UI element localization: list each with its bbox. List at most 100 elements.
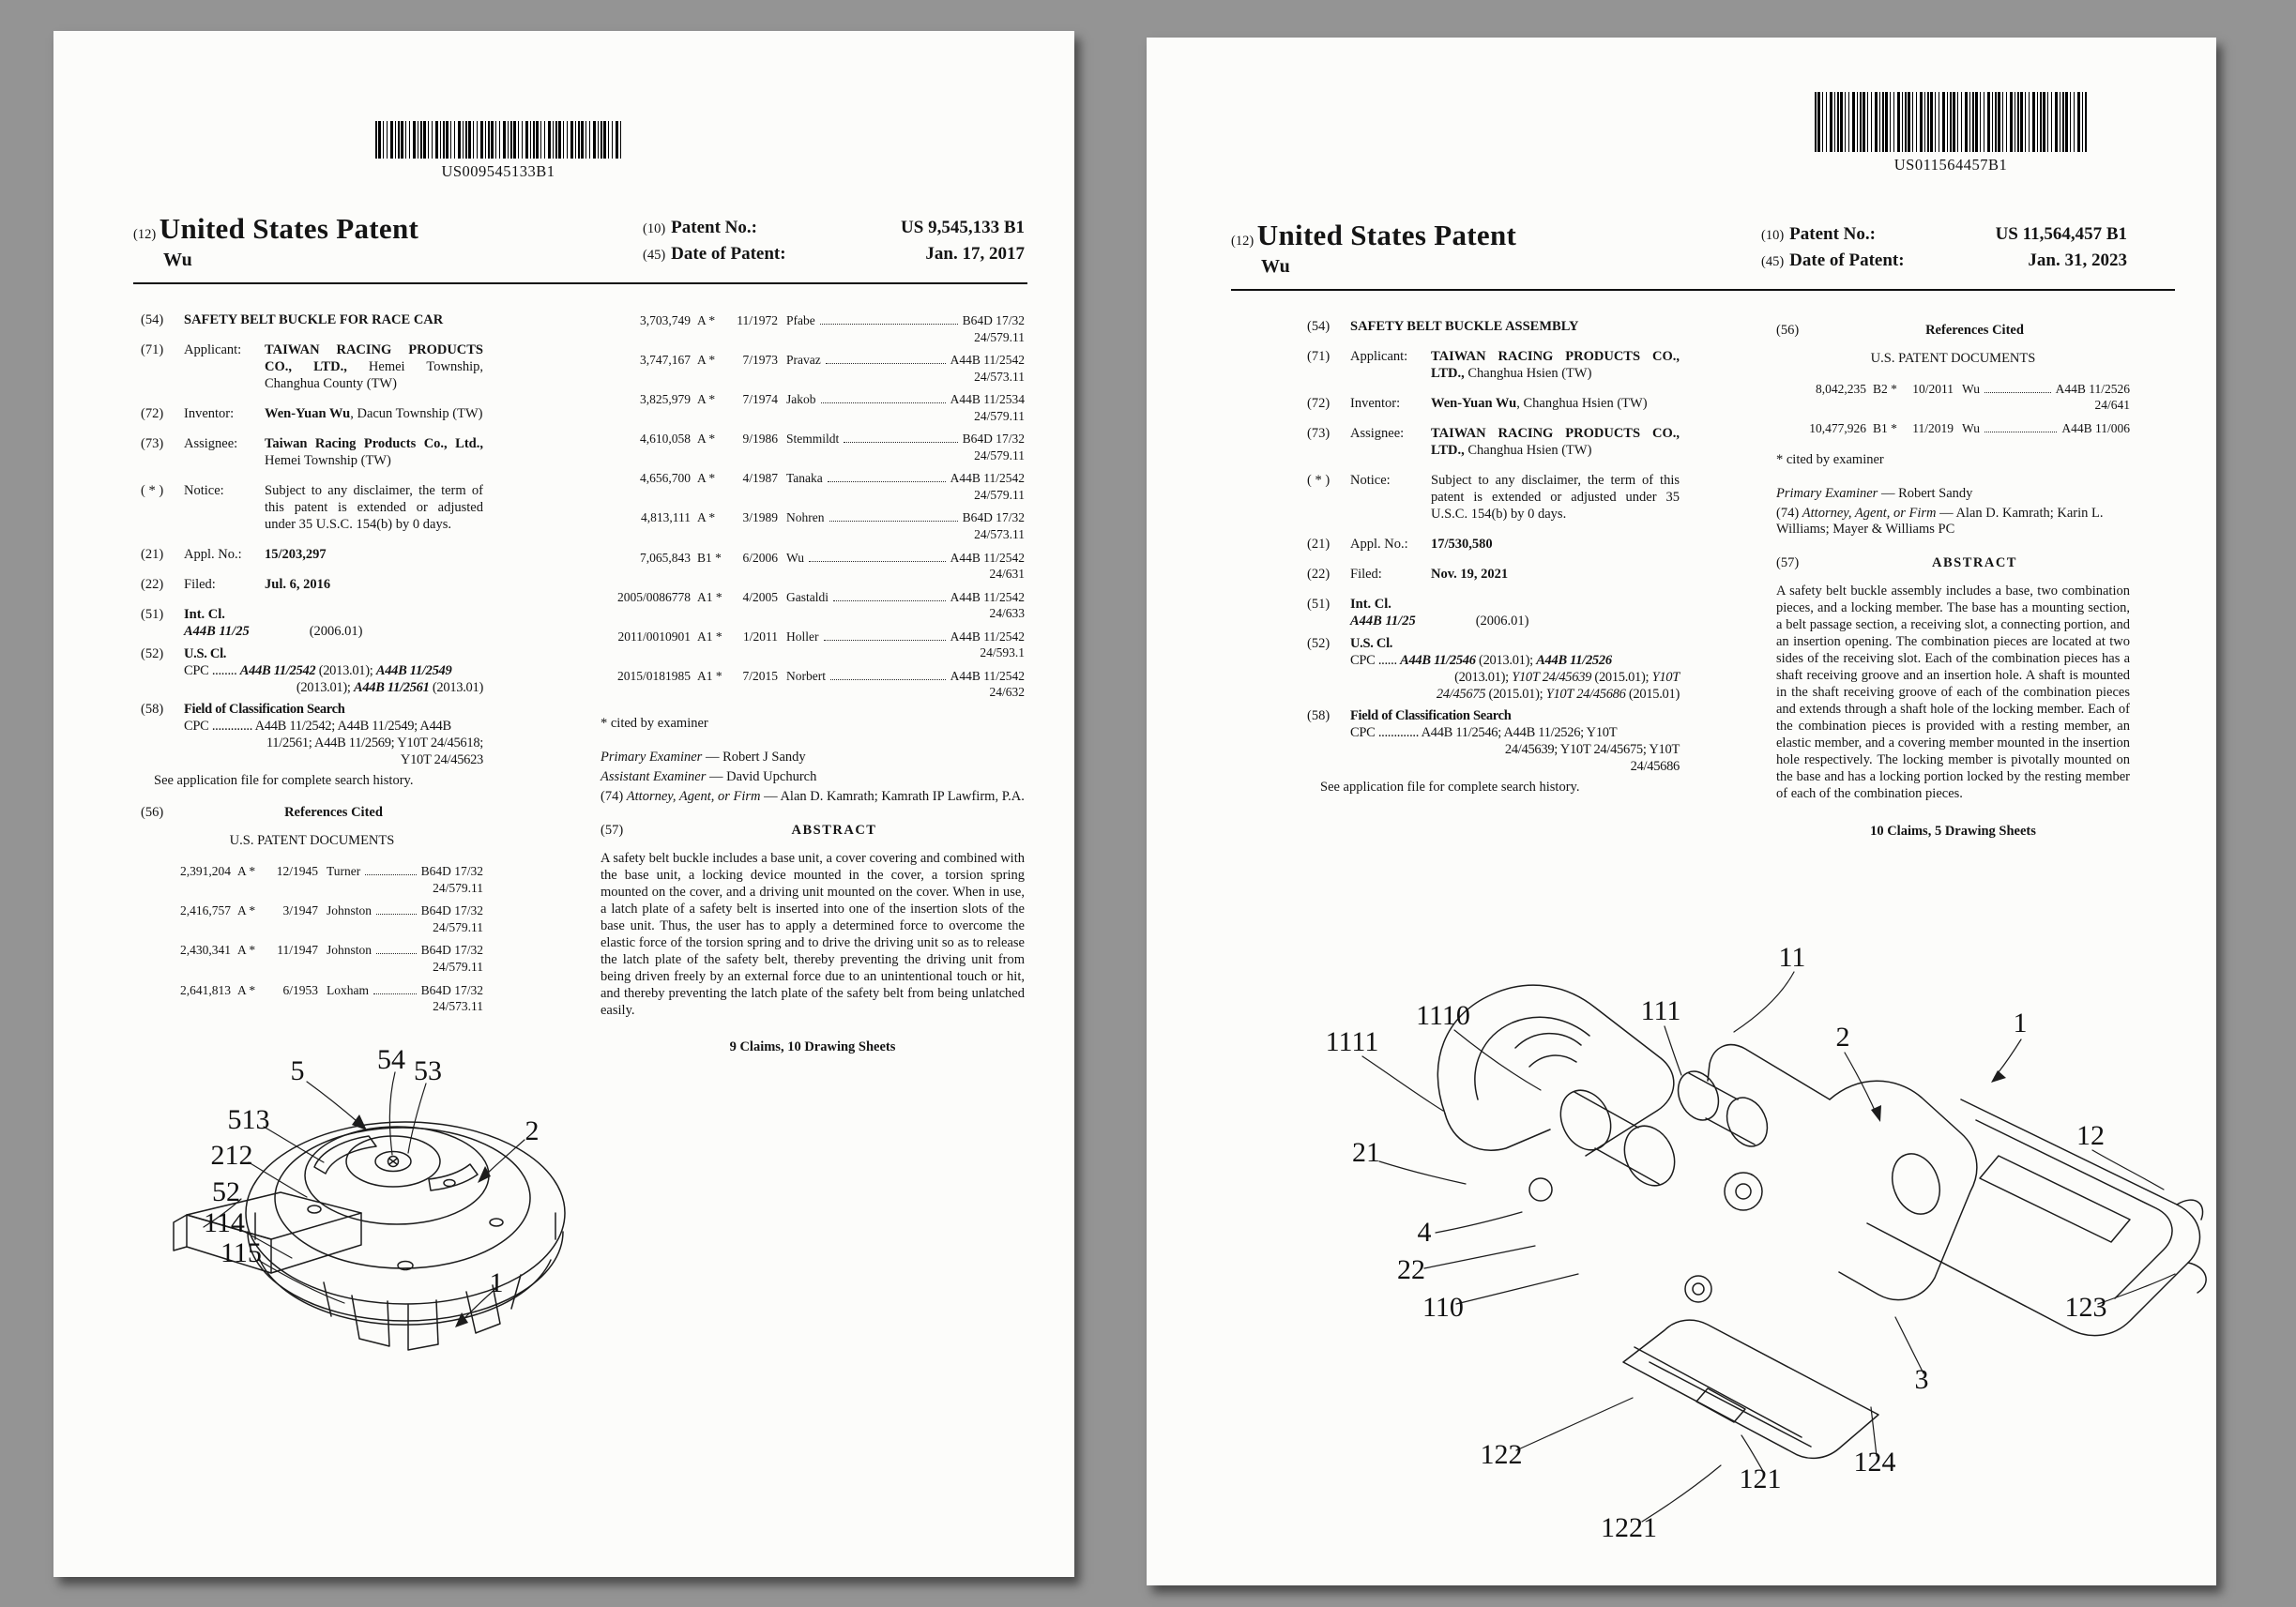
claims-line: 10 Claims, 5 Drawing Sheets xyxy=(1870,824,2036,840)
appl-no-value: 17/530,580 xyxy=(1431,536,1493,552)
figure-label: 5 xyxy=(291,1055,305,1086)
abstract-heading: ABSTRACT xyxy=(791,822,877,838)
bibliographic-columns: (54) SAFETY BELT BUCKLE ASSEMBLY (71) Ap… xyxy=(1307,319,2130,841)
patent-no-row: (10) Patent No.: US 11,564,457 B1 xyxy=(1761,223,2127,246)
figure-label: 114 xyxy=(204,1207,245,1238)
see-application-note: See application file for complete search… xyxy=(1320,780,1580,796)
field-number: ( * ) xyxy=(1307,472,1330,488)
field-of-search: Field of Classification Search CPC .....… xyxy=(184,702,483,769)
filed-label: Filed: xyxy=(1350,566,1382,582)
us-patent-documents-heading: U.S. PATENT DOCUMENTS xyxy=(229,833,395,849)
field-number: (22) xyxy=(1307,566,1330,582)
cpc-line-1: CPC ...... A44B 11/2546 (2013.01); A44B … xyxy=(1350,652,1612,668)
field-number: (73) xyxy=(1307,425,1330,441)
field-52: (52) U.S. Cl. CPC ........ A44B 11/2542 … xyxy=(141,646,483,697)
field-number: (51) xyxy=(141,606,164,622)
field-of-search-title: Field of Classification Search xyxy=(1350,708,1512,724)
cpc-line-2: (2013.01); Y10T 24/45639 (2015.01); Y10T xyxy=(1454,669,1680,685)
field-57: (57) ABSTRACT xyxy=(1776,555,2130,572)
figure-label: 1110 xyxy=(1416,1000,1470,1031)
filed-label: Filed: xyxy=(184,576,216,592)
field-number: (54) xyxy=(1307,319,1330,334)
page-title: United States Patent xyxy=(159,212,419,245)
references-cited-heading: References Cited xyxy=(284,805,383,821)
figure-label: 11 xyxy=(1779,942,1806,973)
filed-value: Nov. 19, 2021 xyxy=(1431,566,1509,582)
date-row: (45) Date of Patent: Jan. 31, 2023 xyxy=(1761,250,2127,272)
header-left: (12) United States Patent Wu xyxy=(1231,218,1516,279)
field-58: (58) Field of Classification Search CPC … xyxy=(141,702,483,769)
figure-label: 54 xyxy=(377,1044,405,1075)
field-number: (52) xyxy=(1307,635,1330,651)
abstract-text: A safety belt buckle assembly includes a… xyxy=(1776,584,2130,802)
figure-label: 1 xyxy=(490,1267,504,1298)
figure-label: 1221 xyxy=(1601,1512,1657,1543)
patent-page-2: US011564457B1 (12) United States Patent … xyxy=(1147,38,2216,1585)
field-71: (71) Applicant: TAIWAN RACING PRODUCTS C… xyxy=(1307,349,1680,383)
figure-label: 22 xyxy=(1397,1254,1425,1285)
field-number: (56) xyxy=(141,805,164,821)
field-72: (72) Inventor: Wen-Yuan Wu, Dacun Townsh… xyxy=(141,406,483,423)
field-number: (57) xyxy=(1776,555,1800,571)
field-number: (21) xyxy=(141,546,164,562)
field-number: (51) xyxy=(1307,596,1330,612)
assignee-value: Taiwan Racing Products Co., Ltd., Hemei … xyxy=(265,435,483,468)
field-71: (71) Applicant: TAIWAN RACING PRODUCTS C… xyxy=(141,342,483,393)
cpc-line-3: 24/45675 (2015.01); Y10T 24/45686 (2015.… xyxy=(1436,686,1680,702)
field-of-search-title: Field of Classification Search xyxy=(184,702,345,718)
leader-lines xyxy=(203,1071,525,1327)
search-cpc-line-1: CPC ............. A44B 11/2542; A44B 11/… xyxy=(184,719,451,735)
appl-no-label: Appl. No.: xyxy=(1350,536,1408,552)
figure-label: 123 xyxy=(2065,1292,2107,1323)
field-number: (72) xyxy=(1307,395,1330,411)
figure-label: 1111 xyxy=(1326,1026,1379,1057)
figure-label: 1 xyxy=(2014,1008,2028,1038)
field-number-12: (12) xyxy=(1231,234,1254,249)
references-cited-heading: References Cited xyxy=(1925,323,2024,338)
header-right: (10) Patent No.: US 9,545,133 B1 (45) Da… xyxy=(643,217,1025,268)
field-56: (56) References Cited xyxy=(141,805,483,822)
field-notice: ( * ) Notice: Subject to any disclaimer,… xyxy=(141,483,483,534)
field-57: (57) ABSTRACT xyxy=(601,823,1025,840)
applicant-label: Applicant: xyxy=(1350,348,1408,364)
field-72: (72) Inventor: Wen-Yuan Wu, Changhua Hsi… xyxy=(1307,396,1680,413)
filed-value: Jul. 6, 2016 xyxy=(265,576,331,592)
figure-label: 115 xyxy=(220,1237,262,1268)
header-rule xyxy=(133,282,1027,284)
search-cpc-line-1: CPC ............. A44B 11/2546; A44B 11/… xyxy=(1350,725,1618,741)
abstract-heading: ABSTRACT xyxy=(1932,555,2017,571)
figure-label: 2 xyxy=(525,1115,540,1146)
inventor-surname: Wu xyxy=(163,250,192,271)
figure-label: 4 xyxy=(1418,1217,1432,1248)
field-number: (57) xyxy=(601,822,624,838)
us-cl: U.S. Cl. CPC ........ A44B 11/2542 (2013… xyxy=(184,646,483,697)
int-cl-label: Int. Cl. xyxy=(184,606,225,622)
inventor-surname: Wu xyxy=(1261,256,1290,278)
left-column: (54) SAFETY BELT BUCKLE FOR RACE CAR (71… xyxy=(141,312,483,1056)
notice-label: Notice: xyxy=(184,482,224,498)
field-number: (56) xyxy=(1776,323,1800,338)
primary-examiner-line: Primary Examiner — Robert Sandy xyxy=(1776,485,1973,501)
attorney-line: (74) Attorney, Agent, or Firm — Alan D. … xyxy=(601,788,1025,804)
field-73: (73) Assignee: Taiwan Racing Products Co… xyxy=(141,436,483,470)
patent-no-value: US 11,564,457 B1 xyxy=(1995,224,2127,244)
patent-no-label: Patent No.: xyxy=(671,218,757,237)
figure-label: 3 xyxy=(1915,1364,1929,1395)
cited-by-examiner-note: * cited by examiner xyxy=(1776,451,1884,467)
figure-drawing-buckle: 54 53 5 513 212 52 114 115 2 1 xyxy=(173,1044,566,1351)
abstract-text: A safety belt buckle includes a base uni… xyxy=(601,850,1025,1018)
figure-label: 12 xyxy=(2076,1120,2105,1151)
figure-label: 21 xyxy=(1352,1137,1380,1168)
us-cl-label: U.S. Cl. xyxy=(1350,635,1393,651)
applicant-label: Applicant: xyxy=(184,341,242,357)
int-cl-code-line: A44B 11/25(2006.01) xyxy=(184,623,363,639)
figure-label: 124 xyxy=(1854,1447,1896,1478)
barcode-text: US011564457B1 xyxy=(1893,156,2008,174)
